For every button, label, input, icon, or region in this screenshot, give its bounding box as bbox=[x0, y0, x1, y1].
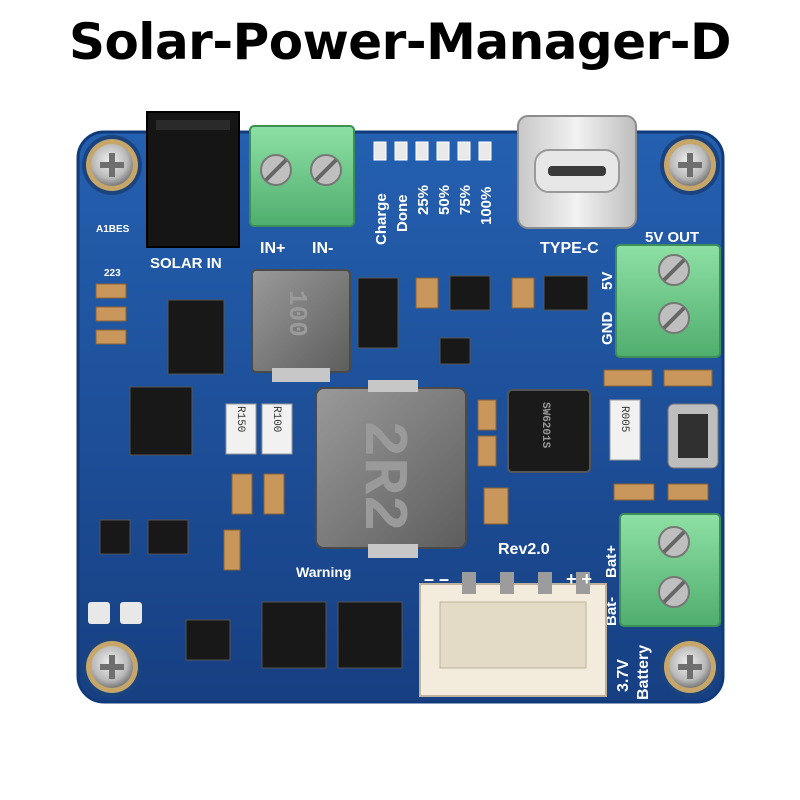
label-plus-signs: + + bbox=[566, 569, 592, 589]
ic-sw6201s: SW6201S bbox=[507, 389, 591, 473]
marking-r005: R005 bbox=[618, 406, 630, 432]
marking-r150: R150 bbox=[234, 406, 246, 432]
marking-r100: R100 bbox=[270, 406, 282, 432]
marking-ic-main: SW6201S bbox=[539, 402, 551, 449]
label-100pct: 100% bbox=[478, 187, 495, 225]
screw-bottom-right bbox=[660, 637, 720, 697]
jst-battery-connector bbox=[419, 572, 607, 697]
label-bat-plus: Bat+ bbox=[603, 545, 620, 578]
usb-type-c-port bbox=[517, 115, 637, 229]
battery-terminal bbox=[619, 513, 721, 627]
label-75pct: 75% bbox=[457, 185, 474, 215]
ic-soic-2 bbox=[129, 386, 193, 456]
page-title: Solar-Power-Manager-D bbox=[68, 13, 732, 71]
five-v-out-terminal bbox=[615, 244, 721, 358]
screw-top-right bbox=[660, 135, 720, 195]
label-minus-signs: – – bbox=[424, 569, 449, 589]
label-in-minus: IN- bbox=[312, 240, 333, 257]
label-25pct: 25% bbox=[415, 185, 432, 215]
marking-inductor-2r2: 2R2 bbox=[347, 420, 418, 532]
label-done: Done bbox=[394, 195, 411, 233]
marking-inductor-100: 100 bbox=[282, 290, 312, 337]
smd-passives bbox=[95, 277, 713, 571]
inductor-2r2: 2R2 bbox=[315, 380, 467, 558]
label-solar-in: SOLAR IN bbox=[150, 255, 222, 272]
label-3-7v: 3.7V bbox=[615, 659, 632, 692]
label-5v-out: 5V OUT bbox=[645, 229, 699, 246]
label-in-plus: IN+ bbox=[260, 240, 285, 257]
test-pads bbox=[88, 602, 142, 624]
screw-top-left bbox=[82, 135, 142, 195]
label-warning: Warning bbox=[296, 564, 351, 580]
inductor-100: 100 bbox=[251, 269, 351, 382]
solar-dc-jack bbox=[146, 111, 240, 248]
ic-soic-4 bbox=[337, 601, 403, 669]
marking-223: 223 bbox=[104, 268, 121, 279]
label-bat-minus: Bat- bbox=[603, 597, 620, 626]
label-gnd: GND bbox=[599, 312, 616, 346]
solar-in-terminal bbox=[249, 125, 355, 227]
ic-small-qfn bbox=[185, 619, 231, 661]
label-5v: 5V bbox=[599, 272, 616, 290]
label-type-c: TYPE-C bbox=[540, 240, 599, 257]
transistors bbox=[99, 275, 589, 555]
label-charge: Charge bbox=[373, 193, 390, 245]
marking-a1bes: A1BES bbox=[96, 224, 130, 235]
label-rev: Rev2.0 bbox=[498, 541, 550, 558]
label-50pct: 50% bbox=[436, 185, 453, 215]
status-led-row bbox=[373, 141, 492, 161]
power-switch bbox=[667, 403, 719, 469]
ic-soic-3 bbox=[261, 601, 327, 669]
screw-bottom-left bbox=[82, 637, 142, 697]
ic-soic-1 bbox=[167, 299, 225, 375]
label-battery: Battery bbox=[635, 645, 652, 700]
